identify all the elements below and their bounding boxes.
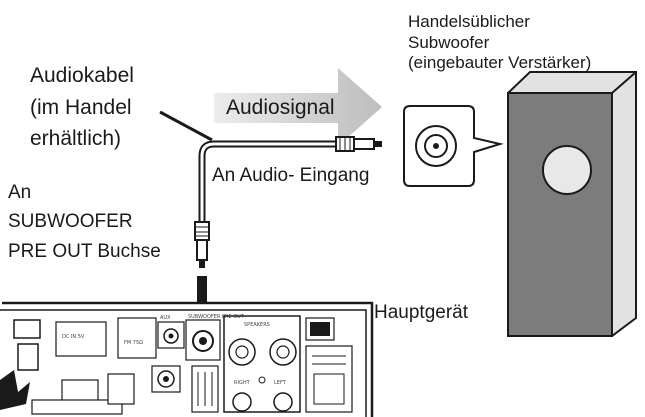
main-unit-label: Hauptgerät [374,302,469,323]
subwoofer-label-line-1: Handelsüblicher [408,12,530,31]
aux-marking: AUX [160,315,171,321]
left-marking: LEFT [274,380,287,386]
audio-cable-label-line-3: erhältlich) [30,127,122,150]
svg-text:FM 75Ω: FM 75Ω [124,340,143,346]
audio-input-label: An Audio- Eingang [212,165,370,186]
subwoofer-out-label-line-1: An [8,182,32,203]
subwoofer-out-label: An SUBWOOFER PRE OUT Buchse [8,178,161,266]
subwoofer-out-label-line-3: PRE OUT Buchse [8,240,161,262]
right-marking: RIGHT [234,380,251,386]
audio-cable-label-line-2: (im Handel [30,95,132,119]
subwoofer-label: Handelsüblicher Subwoofer (eingebauter V… [408,12,591,74]
audio-signal-label: Audiosignal [226,96,335,119]
subwoofer-label-line-2: Subwoofer [408,32,490,52]
subwoofer-speaker-icon [507,71,637,337]
audio-cable-label-line-1: Audiokabel [30,64,134,87]
subwoofer-pre-out-marking: SUBWOOFER PRE OUT [188,314,245,320]
rca-plug-icon [194,221,210,268]
rca-jack-icon [403,105,504,187]
signal-arrow-icon [214,68,382,146]
speakers-marking: SPEAKERS [244,322,270,328]
subwoofer-out-label-line-2: SUBWOOFER [8,211,133,233]
svg-text:DC IN 5V: DC IN 5V [62,334,85,340]
main-unit-panel: DC IN 5V FM 75Ω AUX SUBWOOFER PRE OUT SP… [0,301,374,417]
subwoofer-label-line-3: (eingebauter Verstärker) [408,53,592,73]
rca-plug-icon [335,136,382,152]
audio-cable-label: Audiokabel (im Handel erhältlich) [30,60,134,155]
